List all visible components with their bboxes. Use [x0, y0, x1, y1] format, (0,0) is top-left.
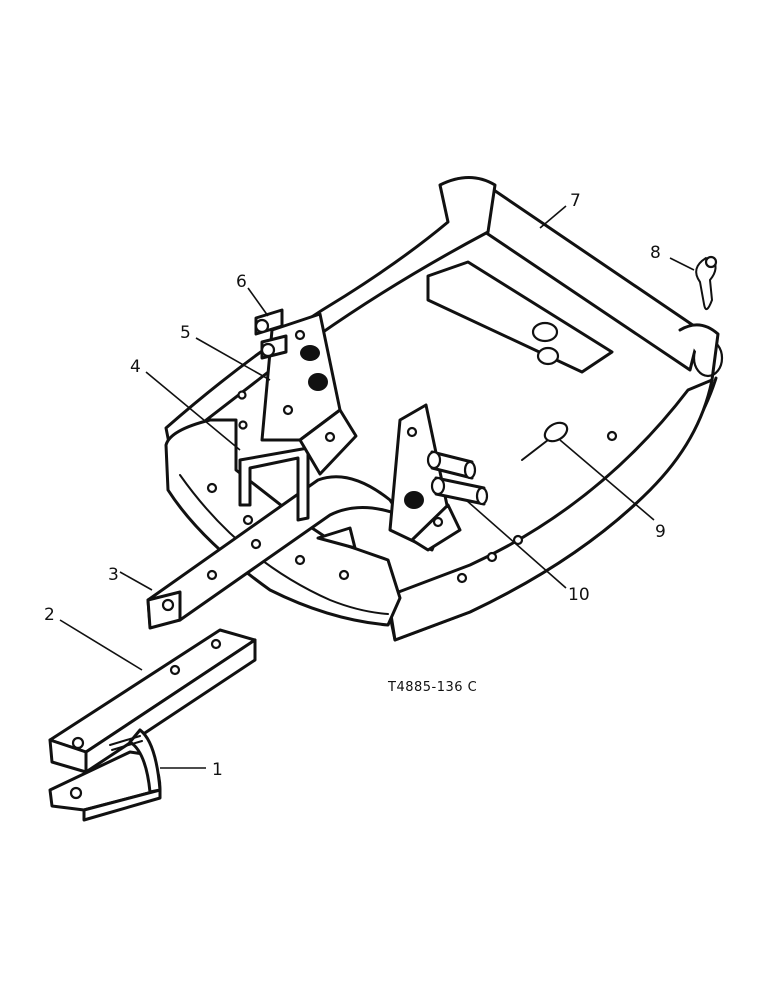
clevis-hatch: [111, 740, 143, 751]
clevis-side: [82, 788, 162, 822]
clevis-pin-end: [475, 486, 489, 506]
right-rail-end: [386, 378, 714, 642]
linch-pin-shaft: [521, 439, 549, 461]
clevis-pin-head: [430, 476, 446, 496]
drawbar-end: [146, 590, 182, 630]
callout-5: 5: [180, 323, 191, 343]
right-bracket-hole-filled: [404, 491, 424, 509]
bracket-hole-filled: [308, 373, 328, 391]
rail-hole: [512, 534, 524, 546]
leader-5: [195, 337, 271, 381]
rail-hole: [238, 420, 248, 430]
middle-cross-member: [426, 260, 614, 374]
leader-4: [145, 371, 241, 451]
callout-4: 4: [130, 357, 141, 377]
bracket-hole: [282, 404, 294, 416]
extension-hole: [71, 736, 85, 750]
right-bracket: [388, 403, 489, 552]
drawbar-hole: [161, 598, 175, 612]
leader-9: [559, 439, 655, 521]
plate-hole: [242, 514, 254, 526]
clevis-bend: [128, 728, 162, 794]
pin-head: [254, 318, 270, 334]
drawbar-wedge: [316, 526, 357, 550]
extension-body: [48, 628, 257, 754]
locating-peg: [531, 321, 559, 343]
bracket-hole: [294, 329, 306, 341]
extension-hole: [169, 664, 181, 676]
u-clamp: [238, 446, 310, 522]
right-bracket-hole: [406, 426, 418, 438]
clevis-pin-end: [463, 460, 477, 480]
leader-6: [247, 287, 269, 317]
clevis-hatch: [109, 735, 141, 746]
linch-pin-ring: [543, 421, 569, 443]
upper-side-rail: [164, 176, 497, 450]
callout-10: 10: [568, 585, 590, 605]
linch-pin: [521, 421, 569, 461]
drawbar-hole: [250, 538, 262, 550]
callout-labels: 1 2 3 4 5 6 7 8 9 10: [44, 191, 666, 780]
callout-8: 8: [650, 243, 661, 263]
left-bracket-foot: [298, 408, 358, 476]
drawing-code: T4885-136 C: [387, 680, 477, 695]
bracket-hole: [324, 431, 336, 443]
right-bracket-foot: [410, 503, 462, 552]
plate-hole: [294, 554, 306, 566]
leader-lines: [59, 205, 695, 769]
drawbar-hole: [206, 569, 218, 581]
callout-2: 2: [44, 605, 55, 625]
callout-9: 9: [655, 522, 666, 542]
callout-7: 7: [570, 191, 581, 211]
left-bracket: [254, 308, 358, 476]
bracket-hole-filled: [300, 345, 320, 361]
leader-10: [465, 499, 567, 589]
plate-hole: [338, 569, 350, 581]
plate-edge: [179, 474, 389, 615]
callout-1: 1: [212, 760, 223, 780]
locating-peg-lower: [536, 346, 560, 366]
hitch-clevis: [48, 728, 162, 822]
r-clip-body: [695, 257, 717, 311]
drawbar: [146, 475, 402, 630]
rail-hole: [456, 572, 468, 584]
r-clip: [695, 255, 718, 311]
clevis-hole: [69, 786, 83, 800]
plate-hole: [206, 482, 218, 494]
leader-8: [669, 257, 695, 271]
rail-hole: [606, 430, 618, 442]
clevis-pin-head: [426, 450, 442, 470]
leader-3: [119, 571, 153, 591]
pin-head: [260, 342, 276, 358]
leader-7: [539, 205, 567, 229]
leader-2: [59, 619, 143, 671]
extension-hole: [210, 638, 222, 650]
rail-hole: [237, 390, 247, 400]
r-clip-loop: [704, 255, 718, 269]
callout-3: 3: [108, 565, 119, 585]
callout-6: 6: [236, 272, 247, 292]
right-bracket-hole: [432, 516, 444, 528]
rail-hole: [486, 551, 498, 563]
